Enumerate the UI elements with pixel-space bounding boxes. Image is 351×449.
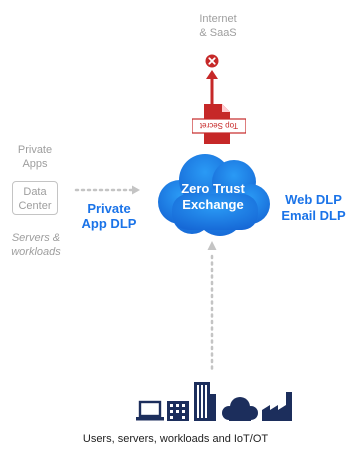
upward-arrow [206, 70, 218, 110]
cloud-label-line2: Exchange [182, 197, 243, 212]
device-icons-row [136, 382, 292, 421]
cloud-label-line1: Zero Trust [181, 181, 245, 196]
internet-label-line2: & SaaS [199, 27, 237, 39]
dotted-arrow-up [207, 241, 217, 372]
zero-trust-exchange-cloud: Zero Trust Exchange [158, 154, 270, 236]
data-center-box: Data Center [12, 181, 58, 215]
office-building-icon [167, 401, 189, 421]
private-apps-line1: Private [17, 144, 53, 156]
cloud-icon [222, 397, 258, 421]
factory-icon [262, 392, 292, 421]
private-app-dlp-line2: App DLP [81, 216, 137, 231]
footer-caption: Users, servers, workloads and IoT/OT [82, 433, 269, 445]
private-apps-label: Private Apps [5, 143, 65, 171]
data-center-line1: Data [23, 186, 47, 198]
web-email-dlp-label: Web DLP Email DLP [276, 192, 351, 224]
servers-line1: Servers & [11, 232, 61, 244]
servers-line2: workloads [11, 246, 61, 258]
email-dlp-label: Email DLP [281, 208, 346, 223]
web-dlp-label: Web DLP [285, 192, 342, 207]
internet-saas-label: Internet & SaaS [188, 12, 248, 40]
data-center-line2: Center [18, 200, 52, 212]
laptop-icon [136, 400, 164, 421]
servers-workloads-label: Servers & workloads [0, 231, 72, 259]
top-secret-stamp: Top Secret [199, 121, 238, 130]
private-app-dlp-label: Private App DLP [74, 201, 144, 231]
dotted-arrow-right [74, 185, 140, 195]
private-apps-line2: Apps [22, 158, 48, 170]
block-icon [205, 54, 219, 68]
private-app-dlp-line1: Private [87, 201, 131, 216]
document-icon: Top Secret [192, 104, 246, 144]
skyscraper-icon [194, 382, 216, 421]
internet-label-line1: Internet [199, 13, 237, 25]
